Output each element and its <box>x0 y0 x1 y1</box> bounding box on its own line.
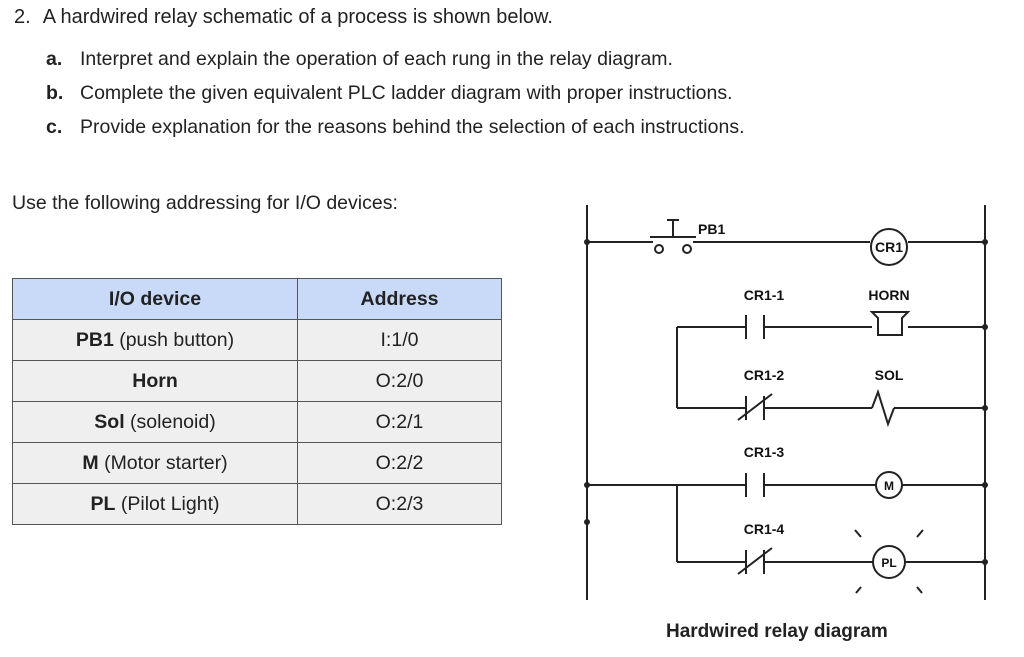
table-row: PL (Pilot Light) O:2/3 <box>12 483 502 525</box>
solenoid-icon <box>871 388 895 428</box>
label-m: M <box>884 479 894 493</box>
table-row: M (Motor starter) O:2/2 <box>12 442 502 484</box>
pilot-light-icon <box>854 529 924 594</box>
address-cell: O:2/2 <box>297 442 502 484</box>
rail-junction-dots <box>584 239 988 565</box>
label-pl: PL <box>881 556 896 570</box>
question-number: 2. <box>14 6 31 28</box>
label-cr1-4: CR1-4 <box>744 521 785 537</box>
device-cell: PL (Pilot Light) <box>12 483 298 525</box>
question-part-b: b.Complete the given equivalent PLC ladd… <box>46 82 733 104</box>
io-address-table: I/O device Address PB1 (push button) I:1… <box>12 278 502 525</box>
addressing-intro: Use the following addressing for I/O dev… <box>12 192 398 214</box>
cr1-coil-icon <box>870 228 908 266</box>
relay-wiring <box>586 205 986 600</box>
label-cr1-1: CR1-1 <box>744 287 785 303</box>
label-sol: SOL <box>875 367 904 383</box>
table-row: PB1 (push button) I:1/0 <box>12 319 502 361</box>
cr1-1-no-contact-icon <box>745 315 765 339</box>
motor-starter-icon <box>875 471 903 499</box>
address-cell: O:2/1 <box>297 401 502 443</box>
header-address: Address <box>297 278 502 320</box>
diagram-caption: Hardwired relay diagram <box>666 621 888 642</box>
device-cell: PB1 (push button) <box>12 319 298 361</box>
address-cell: I:1/0 <box>297 319 502 361</box>
question-title: 2. A hardwired relay schematic of a proce… <box>14 6 553 29</box>
cr1-4-nc-contact-icon <box>737 547 773 575</box>
address-cell: O:2/0 <box>297 360 502 402</box>
pb1-pushbutton-icon <box>650 219 696 254</box>
table-row: Horn O:2/0 <box>12 360 502 402</box>
label-cr1-coil: CR1 <box>875 239 903 255</box>
table-header-row: I/O device Address <box>12 278 502 320</box>
label-cr1-3: CR1-3 <box>744 444 785 460</box>
label-horn: HORN <box>868 287 909 303</box>
device-cell: M (Motor starter) <box>12 442 298 484</box>
cr1-2-nc-contact-icon <box>737 393 773 421</box>
device-cell: Horn <box>12 360 298 402</box>
address-cell: O:2/3 <box>297 483 502 525</box>
label-cr1-2: CR1-2 <box>744 367 785 383</box>
question-text: A hardwired relay schematic of a process… <box>42 6 553 28</box>
horn-icon <box>869 311 911 336</box>
header-io-device: I/O device <box>12 278 298 320</box>
cr1-3-no-contact-icon <box>745 473 765 497</box>
question-part-a: a.Interpret and explain the operation of… <box>46 48 673 70</box>
question-part-c: c.Provide explanation for the reasons be… <box>46 116 745 138</box>
label-pb1: PB1 <box>698 221 725 237</box>
